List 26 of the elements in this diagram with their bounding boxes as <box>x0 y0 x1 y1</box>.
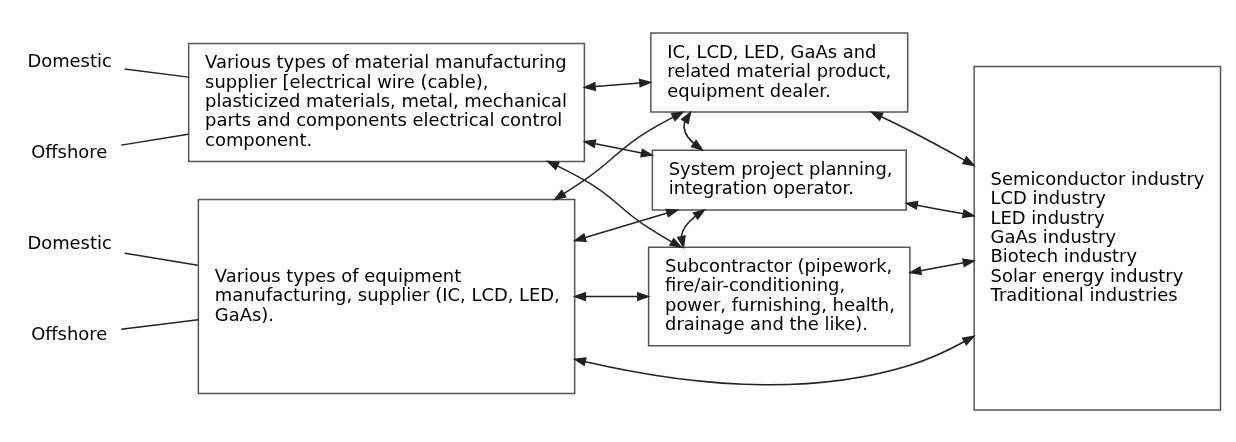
node-box: System project planning, integration operator. <box>651 148 907 211</box>
arrow <box>680 109 705 151</box>
node-box: Various types of equipment manufacturing, supplier (IC, LCD, LED, GaAs). <box>197 198 576 394</box>
arrow <box>904 200 976 218</box>
connector <box>120 133 189 146</box>
node-text: Domestic <box>27 231 112 253</box>
arrow <box>553 110 685 201</box>
node-box: Subcontractor (pipework, fire/air-conditioning, power, furnishing, health, drainage and the like). <box>647 246 911 347</box>
arrow <box>545 159 683 248</box>
node-box: Various types of material manufacturing supplier [electrical wire (cable), plasticized materials, metal, mechanical parts and components electrical control component. <box>187 42 586 162</box>
arrow <box>582 138 655 157</box>
connector <box>120 318 200 330</box>
arrow <box>582 77 653 91</box>
arrow <box>908 257 977 275</box>
connector <box>123 67 190 78</box>
connector <box>123 251 199 266</box>
node-text: Offshore <box>31 140 108 162</box>
node-box: Semiconductor industry LCD industry LED industry GaAs industry Biotech industry Solar energy industry Traditional industries <box>973 65 1222 411</box>
node-text: Domestic <box>27 49 112 71</box>
arrow <box>869 110 976 166</box>
arrow <box>572 208 680 242</box>
arrow <box>572 334 976 385</box>
arrow <box>676 208 707 249</box>
node-box: IC, LCD, LED, GaAs and related material product, equipment dealer. <box>650 31 909 113</box>
node-text: Offshore <box>31 322 108 344</box>
arrow <box>572 291 651 301</box>
